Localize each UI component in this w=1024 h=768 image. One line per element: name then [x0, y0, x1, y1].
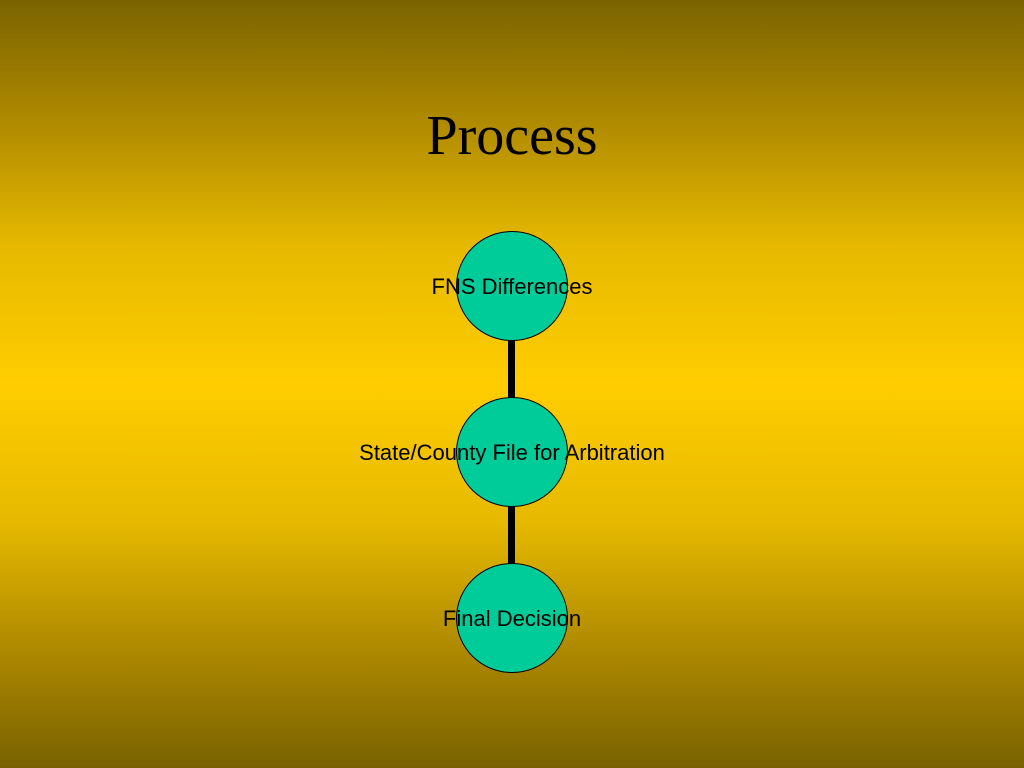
node-label-fns-differences: FNS Differences	[431, 274, 593, 299]
connector-line-2	[508, 505, 515, 567]
node-circle-final-decision	[456, 563, 568, 673]
node-label-final-decision: Final Decision	[442, 606, 582, 631]
node-circle-file-for-arbitration	[456, 397, 568, 507]
node-label-file-for-arbitration: State/County File for Arbitration	[359, 440, 665, 465]
connector-line-1	[508, 340, 515, 400]
slide-title: Process	[426, 105, 598, 167]
node-circle-fns-differences	[456, 231, 568, 341]
